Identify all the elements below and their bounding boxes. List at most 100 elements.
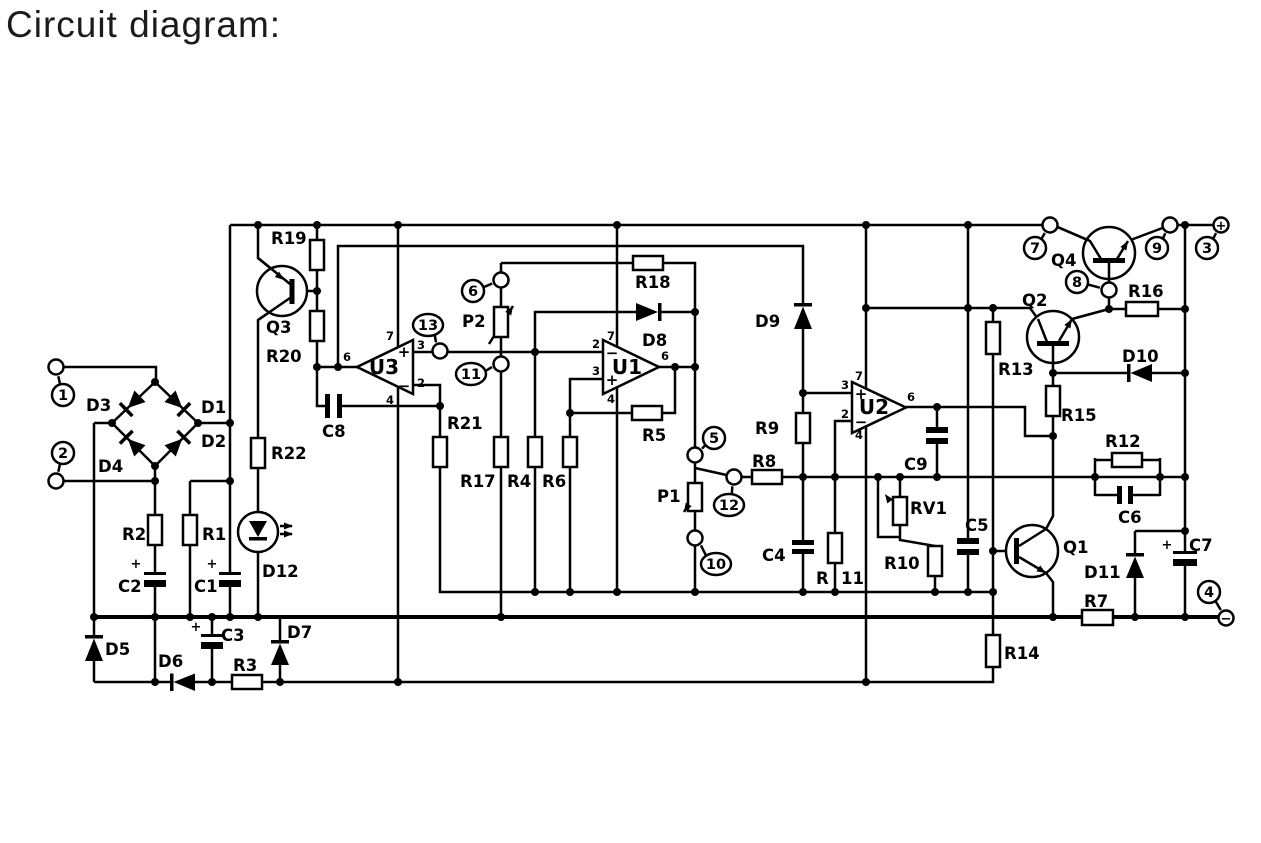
terminal-number-4: 4 — [1204, 585, 1214, 601]
label-+: + — [855, 385, 868, 403]
terminal-leader — [1214, 600, 1222, 611]
terminal-number-ring — [1022, 235, 1048, 261]
junction-dot — [691, 363, 699, 371]
terminal-leader — [699, 544, 708, 556]
capacitor-bodies — [144, 394, 1197, 649]
diode-D7 — [271, 640, 289, 665]
label-C2: C2 — [118, 577, 142, 596]
junction-dot — [1181, 305, 1189, 313]
label-C9: C9 — [904, 455, 928, 474]
label-R21: R21 — [447, 414, 483, 433]
label-U1: U1 — [612, 355, 642, 379]
label-−: − — [398, 377, 411, 395]
junction-dot — [831, 473, 839, 481]
label-R12: R12 — [1105, 432, 1141, 451]
label-C5: C5 — [965, 516, 989, 535]
diode-D5 — [85, 635, 103, 661]
junction-dot — [964, 588, 972, 596]
label-R4: R4 — [507, 472, 531, 491]
junction-dots — [90, 221, 1189, 686]
junction-dot — [1181, 527, 1189, 535]
terminal-circle-3 — [1212, 216, 1230, 234]
resistor-R11 — [826, 531, 844, 565]
terminal-number-12: 12 — [719, 498, 739, 514]
junction-dot — [313, 221, 321, 229]
terminal-leader — [433, 334, 438, 343]
label-R5: R5 — [642, 426, 666, 445]
junction-dot — [254, 613, 262, 621]
label-R1: R1 — [202, 525, 226, 544]
terminal-leader — [730, 486, 734, 495]
terminal-number-ring — [411, 312, 445, 338]
capacitor-C2 — [144, 572, 166, 587]
q3-emitter-arrow — [274, 271, 284, 280]
terminal-number-ring — [1194, 235, 1220, 261]
terminal-leader — [57, 463, 62, 473]
label-+: + — [606, 371, 619, 389]
label-D6: D6 — [158, 652, 183, 671]
label-−: − — [855, 413, 868, 431]
terminal-leader — [57, 375, 62, 385]
capacitor-C1 — [219, 572, 241, 587]
label-+: + — [398, 343, 411, 361]
terminal-number-ring — [460, 278, 486, 304]
capacitor-C7 — [1173, 551, 1197, 566]
resistor-R15 — [1044, 384, 1062, 418]
terminal-circle-11 — [492, 355, 510, 373]
terminal-number-5: 5 — [709, 431, 719, 447]
terminal-circle-5 — [686, 446, 704, 464]
label-R2: R2 — [122, 525, 146, 544]
junction-dot — [831, 588, 839, 596]
label-R7: R7 — [1084, 592, 1108, 611]
label-D9: D9 — [755, 312, 780, 331]
label-D10: D10 — [1122, 347, 1159, 366]
label-Q2: Q2 — [1022, 291, 1048, 310]
junction-dot — [1156, 473, 1164, 481]
q2-emitter-arrow — [1064, 319, 1072, 329]
terminal-5: 5 — [686, 425, 727, 464]
terminal-leader — [1040, 232, 1046, 240]
terminal-1: 1 — [47, 358, 76, 408]
label-R6: R6 — [542, 472, 566, 491]
diode-D10 — [1127, 364, 1152, 382]
resistor-R6 — [561, 435, 579, 469]
wires — [63, 223, 1219, 684]
resistor-R1 — [181, 513, 199, 547]
junction-dot — [799, 389, 807, 397]
terminal-number-8: 8 — [1072, 275, 1082, 291]
capacitor-C5 — [957, 538, 979, 555]
pot-RV1 — [891, 495, 909, 527]
resistor-R3 — [230, 673, 264, 691]
label-2: 2 — [417, 376, 425, 390]
junction-dot — [276, 678, 284, 686]
junction-dot — [613, 221, 621, 229]
junction-dot — [151, 378, 159, 386]
terminal-8: 8 — [1064, 269, 1118, 299]
terminal-number-ring — [1144, 235, 1170, 261]
junction-dot — [1049, 432, 1057, 440]
label-D2: D2 — [201, 432, 226, 451]
label-+: + — [207, 557, 218, 572]
junction-dot — [1049, 369, 1057, 377]
terminal-10: 10 — [686, 529, 733, 577]
terminal-circle-8 — [1100, 281, 1118, 299]
terminal-sym-3: + — [1216, 219, 1227, 234]
capacitor-C3 — [201, 634, 223, 649]
label-D12: D12 — [262, 562, 299, 581]
junction-dot — [613, 588, 621, 596]
label-R15: R15 — [1061, 406, 1097, 425]
terminal-number-11: 11 — [461, 367, 481, 383]
diode-D11 — [1126, 553, 1144, 578]
sense-line-wire — [438, 467, 993, 594]
opamps — [354, 338, 909, 435]
label-P2: P2 — [462, 312, 486, 331]
resistor-R7 — [1080, 608, 1115, 627]
label-3: 3 — [841, 378, 849, 392]
terminal-number-ring — [1196, 579, 1222, 605]
resistor-R17 — [492, 435, 510, 469]
junction-dot — [226, 419, 234, 427]
label-R16: R16 — [1128, 282, 1164, 301]
terminal-circle-1 — [47, 358, 65, 376]
